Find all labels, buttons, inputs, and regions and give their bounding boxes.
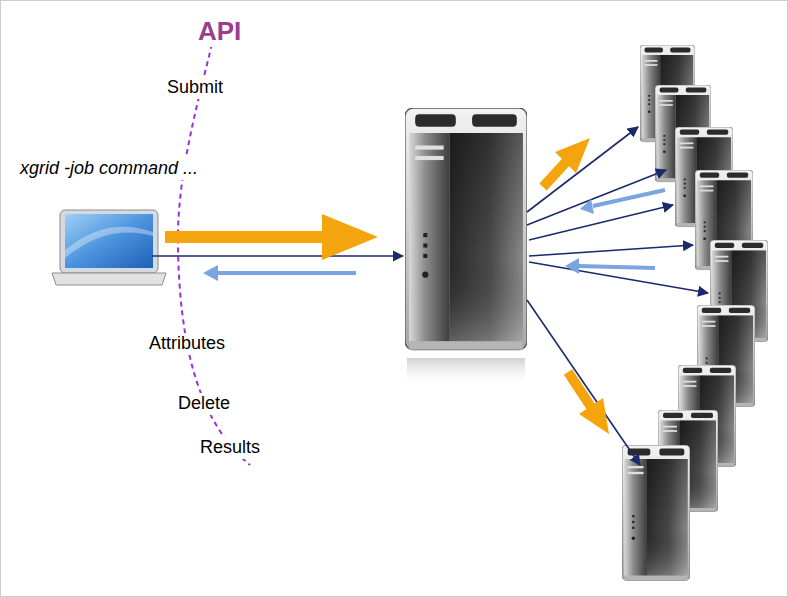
server-tower <box>405 108 527 350</box>
command-text: xgrid -job command ... <box>17 158 201 180</box>
orange-arrows <box>165 138 609 434</box>
blue-arrows <box>203 190 665 281</box>
client-towers <box>622 45 768 580</box>
dispatch-arrow-head <box>555 138 590 173</box>
return-arrow-head <box>580 199 594 214</box>
return-arrow-head <box>565 258 579 274</box>
tower-icon <box>622 445 690 580</box>
return-arrow-head <box>203 265 218 281</box>
operation-label: Attributes <box>146 333 228 355</box>
task-line <box>529 205 673 240</box>
server-reflection <box>407 358 525 388</box>
task-line <box>529 262 708 293</box>
job-lines <box>152 127 708 465</box>
dispatch-arrow-head <box>579 398 609 434</box>
submit-line <box>152 255 403 257</box>
return-arrow-shaft <box>216 271 356 275</box>
laptop-icon <box>52 210 166 285</box>
server-icon <box>405 108 527 388</box>
api-title: API <box>195 16 244 47</box>
laptop-base <box>52 273 166 285</box>
operation-label: Results <box>197 437 263 459</box>
screen-swoosh <box>65 227 153 258</box>
dispatch-arrow-shaft <box>543 162 566 187</box>
task-line <box>529 245 693 256</box>
submit-arrow <box>165 214 378 260</box>
operation-label: Submit <box>164 77 226 99</box>
return-arrow-shaft <box>578 266 655 268</box>
return-arrow-shaft <box>593 190 665 206</box>
dispatch-arrow-shaft <box>568 372 591 407</box>
task-line <box>527 300 640 465</box>
operation-label: Delete <box>175 393 233 415</box>
laptop-screen <box>65 214 153 268</box>
laptop-lid <box>60 210 158 273</box>
